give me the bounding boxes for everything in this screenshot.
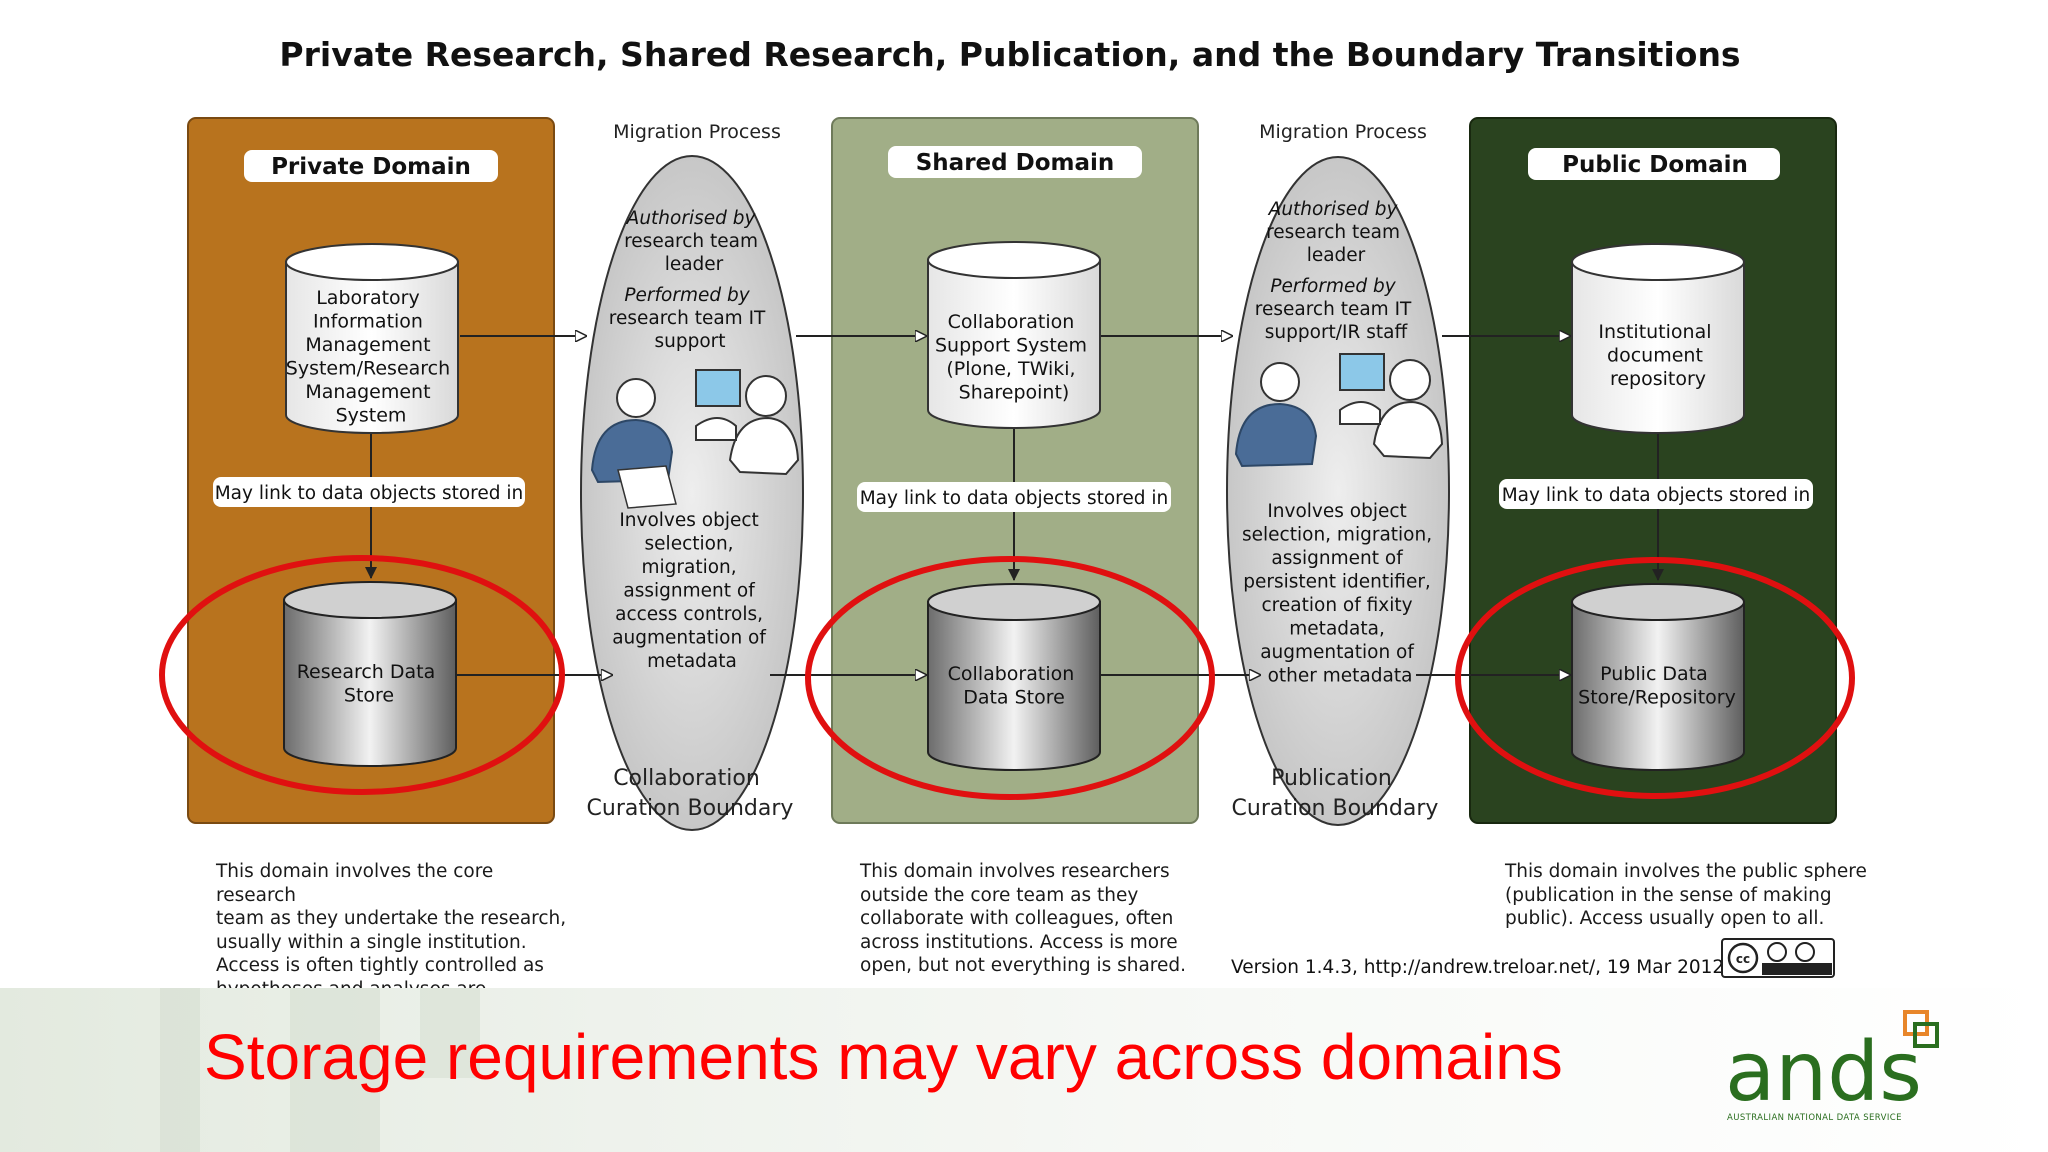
public-data-store-label: Public Data Store/Repository (1578, 663, 1736, 709)
research-data-store-label: Research Data Store (297, 661, 442, 707)
lims-label: Laboratory Information Management System… (286, 287, 456, 427)
svg-text:cc: cc (1736, 952, 1750, 966)
pub-performed-text: Performed by research team IT support/IR… (1255, 276, 1417, 343)
shared-domain-caption: This domain involves researchers outside… (860, 861, 1187, 976)
cc-by-nc-badge: cc (1721, 938, 1835, 978)
private-link-label: May link to data objects stored in (215, 483, 524, 504)
pub-boundary-label: Publication Curation Boundary (1232, 766, 1439, 821)
research-data-store-cylinder (283, 581, 457, 767)
shared-domain-label: Shared Domain (916, 150, 1115, 176)
collab-system-cylinder (927, 241, 1101, 429)
highlight-research-data-store (159, 555, 565, 795)
collab-authorised-text: Authorised by research team leader (624, 208, 764, 275)
diagram-title: Private Research, Shared Research, Publi… (279, 35, 1740, 74)
collab-data-store-cylinder (927, 583, 1101, 771)
tagline: Storage requirements may vary across dom… (204, 1021, 1563, 1093)
collab-performed-text: Performed by research team IT support (609, 285, 771, 352)
version-text: Version 1.4.3, http://andrew.treloar.net… (1231, 957, 1724, 978)
collab-boundary-label: Collaboration Curation Boundary (587, 766, 794, 821)
public-domain-caption: This domain involves the public sphere (… (1505, 861, 1867, 929)
collaboration-people-illustration (590, 369, 800, 509)
collab-system-label: Collaboration Support System (Plone, TWi… (935, 311, 1093, 404)
migration-header-2: Migration Process (1259, 121, 1427, 143)
collab-data-store-label: Collaboration Data Store (948, 663, 1081, 709)
collab-involves-text: Involves object selection, migration, as… (612, 510, 772, 672)
ands-logo: ands AUSTRALIAN NATIONAL DATA SERVICE (1725, 1010, 1939, 1123)
pub-involves-text: Involves object selection, migration, as… (1242, 501, 1438, 687)
highlight-collab-data-store (805, 556, 1215, 800)
publication-people-illustration (1234, 353, 1444, 468)
publication-migration-oval (1226, 156, 1450, 826)
highlight-public-data-store (1455, 557, 1855, 799)
public-link-label: May link to data objects stored in (1502, 485, 1811, 506)
private-domain-label: Private Domain (271, 154, 471, 180)
svg-text:ands: ands (1725, 1025, 1922, 1120)
migration-header-1: Migration Process (613, 121, 781, 143)
pub-authorised-text: Authorised by research team leader (1266, 199, 1406, 266)
shared-link-label: May link to data objects stored in (860, 488, 1169, 509)
repository-label: Institutional document repository (1598, 321, 1717, 390)
repository-cylinder (1571, 243, 1745, 434)
public-data-store-cylinder (1571, 583, 1745, 771)
svg-text:AUSTRALIAN NATIONAL DATA SERVI: AUSTRALIAN NATIONAL DATA SERVICE (1727, 1113, 1902, 1123)
collaboration-migration-oval (580, 155, 804, 831)
lims-cylinder (285, 243, 459, 434)
public-domain-label: Public Domain (1562, 152, 1748, 178)
bottom-band (0, 988, 2048, 1152)
